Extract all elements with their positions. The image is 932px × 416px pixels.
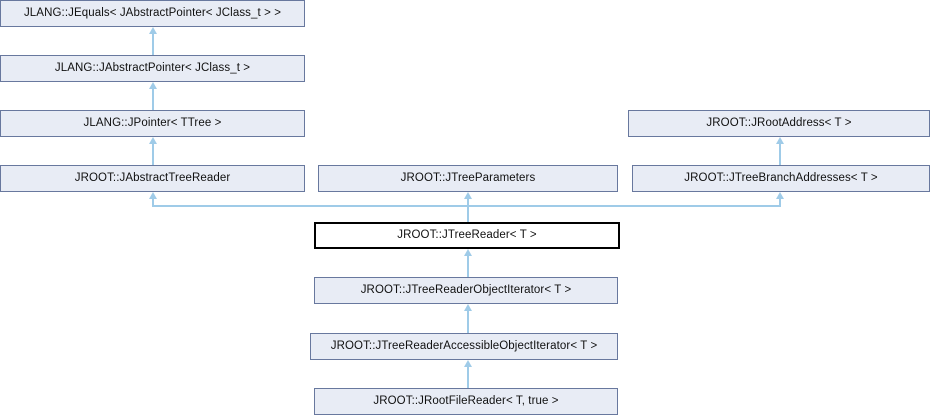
edge-jpointer-to-jabstractpointer (152, 89, 154, 110)
arrowhead-jtreereader (464, 249, 472, 256)
edge-jtreereaderobjectiterator-to-jtreereader (467, 256, 469, 277)
arrowhead-jabstractpointer (149, 82, 157, 89)
class-node-label: JLANG::JAbstractPointer< JClass_t > (54, 61, 251, 74)
class-node-jtreebranchaddresses[interactable]: JROOT::JTreeBranchAddresses< T > (632, 165, 930, 192)
class-node-label: JROOT::JTreeReaderAccessibleObjectIterat… (330, 339, 598, 352)
class-node-jpointer[interactable]: JLANG::JPointer< TTree > (0, 110, 305, 137)
class-node-label: JLANG::JPointer< TTree > (83, 116, 222, 129)
class-node-jtreereaderobjectiterator[interactable]: JROOT::JTreeReaderObjectIterator< T > (314, 277, 618, 304)
arrowhead-jabstracttreereader (149, 192, 157, 199)
class-node-jrootfilereader[interactable]: JROOT::JRootFileReader< T, true > (314, 388, 618, 415)
class-node-jequals[interactable]: JLANG::JEquals< JAbstractPointer< JClass… (0, 0, 305, 27)
class-node-label: JROOT::JTreeParameters (400, 171, 536, 184)
edge-jrootfilereader-to-accessible (467, 367, 469, 388)
arrowhead-jrootaddress (776, 137, 784, 144)
arrowhead-jtreereaderaccessibleobjectiterator (464, 360, 472, 367)
class-node-label: JROOT::JTreeReaderObjectIterator< T > (360, 283, 572, 296)
arrowhead-jtreebranchaddresses (776, 192, 784, 199)
class-node-jtreereaderaccessibleobjectiterator[interactable]: JROOT::JTreeReaderAccessibleObjectIterat… (310, 333, 618, 360)
class-node-jabstracttreereader[interactable]: JROOT::JAbstractTreeReader (0, 165, 305, 192)
class-node-label: JROOT::JTreeReader< T > (397, 228, 537, 241)
edge-jabstracttreereader-to-jpointer (152, 144, 154, 165)
edge-riser-jtreebranchaddresses (779, 199, 781, 207)
edge-bus-jtreereader-parents (152, 205, 781, 207)
edge-jtreebranchaddresses-to-jrootaddress (779, 144, 781, 165)
edge-jabstractpointer-to-jequals (152, 34, 154, 55)
arrowhead-jpointer (149, 137, 157, 144)
class-node-jtreereader-current[interactable]: JROOT::JTreeReader< T > (314, 222, 620, 249)
edge-accessible-to-objectiterator (467, 311, 469, 333)
arrowhead-jequals (149, 27, 157, 34)
class-node-label: JLANG::JEquals< JAbstractPointer< JClass… (23, 6, 282, 19)
arrowhead-jtreeparameters (464, 192, 472, 199)
arrowhead-jtreereaderobjectiterator (464, 304, 472, 311)
class-node-label: JROOT::JAbstractTreeReader (74, 171, 231, 184)
class-node-jrootaddress[interactable]: JROOT::JRootAddress< T > (628, 110, 930, 137)
class-node-label: JROOT::JRootFileReader< T, true > (373, 394, 559, 407)
class-node-jtreeparameters[interactable]: JROOT::JTreeParameters (318, 165, 618, 192)
class-node-jabstractpointer[interactable]: JLANG::JAbstractPointer< JClass_t > (0, 55, 305, 82)
edge-riser-jtreeparameters (467, 195, 469, 222)
class-node-label: JROOT::JRootAddress< T > (706, 116, 852, 129)
class-node-label: JROOT::JTreeBranchAddresses< T > (684, 171, 878, 184)
edge-riser-jabstracttreereader (152, 199, 154, 207)
